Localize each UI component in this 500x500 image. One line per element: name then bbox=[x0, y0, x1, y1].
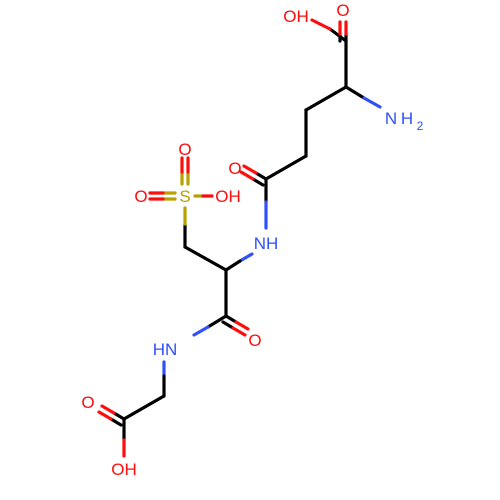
bonds bbox=[97, 18, 382, 458]
bond-c10-o-double bbox=[97, 404, 126, 427]
label-o-sulfo-left: O bbox=[134, 187, 147, 206]
bond-s-o-left bbox=[148, 191, 177, 201]
atom-labels: OH O N H 2 O NH O S O OH O HN O OH bbox=[81, 1, 423, 479]
bond-c5-o-double bbox=[239, 164, 268, 187]
bond-c1-oh bbox=[310, 18, 348, 43]
bond-c8-o-double bbox=[221, 314, 250, 337]
label-oh-top: OH bbox=[283, 7, 309, 26]
label-h2-subscript: 2 bbox=[417, 119, 424, 133]
label-o-sulfo-top: O bbox=[178, 140, 191, 159]
label-o-gly: O bbox=[81, 393, 94, 412]
bond-c2-nh2 bbox=[344, 85, 382, 109]
bond-c4-c5 bbox=[264, 154, 308, 181]
bond-c9-c10 bbox=[122, 394, 166, 421]
label-oh-sulfo: OH bbox=[215, 187, 241, 206]
label-o-amide1: O bbox=[228, 159, 241, 178]
bond-c8-n bbox=[192, 314, 228, 337]
bond-c6-c7 bbox=[183, 245, 228, 272]
label-hn-amide2: HN bbox=[153, 340, 178, 359]
label-oh-gly: OH bbox=[111, 460, 137, 479]
label-s-sulfo: S bbox=[179, 187, 190, 206]
bond-n-c6 bbox=[224, 252, 254, 272]
label-o-top: O bbox=[336, 1, 349, 20]
label-n-amino: N bbox=[385, 109, 397, 128]
label-o-amide2: O bbox=[248, 331, 261, 350]
bond-s-o-top bbox=[180, 156, 190, 186]
label-h-amino: H bbox=[401, 109, 413, 128]
label-nh-amide1: NH bbox=[254, 234, 279, 253]
bond-c2-c3 bbox=[304, 85, 348, 112]
